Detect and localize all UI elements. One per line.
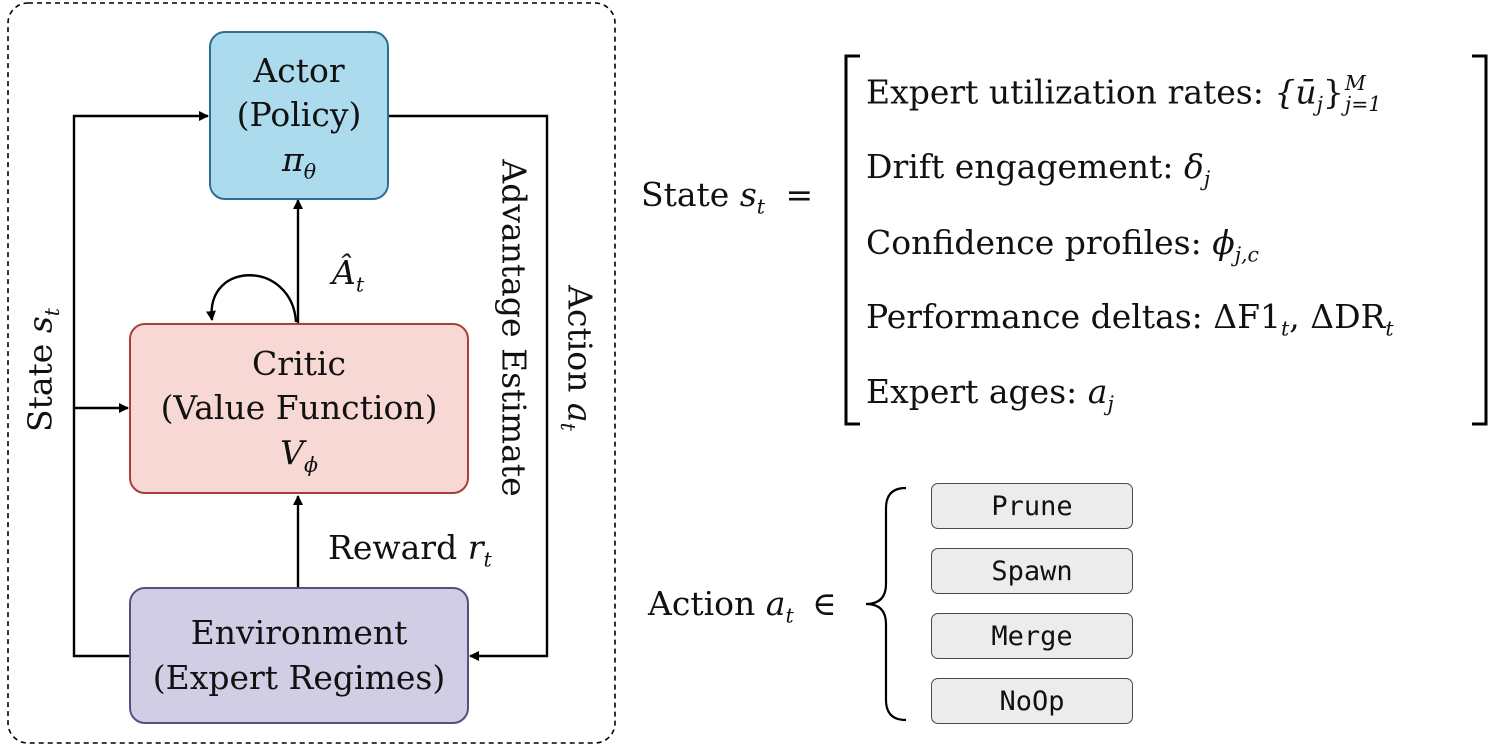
- action-loop-label: Action at: [555, 285, 600, 431]
- state-bracket-left: [844, 54, 860, 426]
- actor-symbol: πθ: [281, 139, 316, 184]
- advantage-symbol: Ât: [332, 253, 365, 297]
- actor-subtitle: (Policy): [236, 95, 362, 135]
- actor-box: Actor (Policy) πθ: [209, 31, 389, 200]
- action-option-merge: Merge: [931, 613, 1133, 659]
- state-bracket-right: [1472, 54, 1488, 426]
- state-item-performance: Performance deltas: ΔF1t, ΔDRt: [866, 297, 1394, 341]
- environment-box: Environment (Expert Regimes): [129, 587, 469, 724]
- loop-frame: [7, 2, 616, 744]
- critic-symbol: Vϕ: [280, 432, 318, 477]
- reward-label: Reward rt: [328, 528, 492, 572]
- advantage-estimate-label: Advantage Estimate: [494, 159, 534, 497]
- actor-title: Actor: [253, 50, 345, 90]
- state-item-confidence: Confidence profiles: ϕj,c: [866, 223, 1259, 267]
- action-brace: [865, 486, 907, 722]
- action-option-noop: NoOp: [931, 678, 1133, 724]
- action-arrow: [388, 114, 549, 661]
- state-def-lhs: State st =: [641, 175, 814, 219]
- critic-self-loop: [206, 274, 298, 323]
- critic-subtitle: (Value Function): [160, 388, 438, 428]
- action-def-lhs: Action at ∈: [648, 584, 837, 628]
- action-option-prune: Prune: [931, 483, 1133, 529]
- environment-title: Environment: [190, 612, 408, 652]
- state-item-drift: Drift engagement: δj: [866, 147, 1211, 191]
- state-loop-label: State st: [20, 308, 65, 432]
- state-item-ages: Expert ages: aj: [866, 372, 1114, 416]
- action-option-spawn: Spawn: [931, 548, 1133, 594]
- state-to-actor-arrow: [72, 111, 209, 658]
- environment-subtitle: (Expert Regimes): [152, 657, 446, 697]
- critic-box: Critic (Value Function) Vϕ: [129, 323, 469, 494]
- critic-title: Critic: [252, 343, 346, 383]
